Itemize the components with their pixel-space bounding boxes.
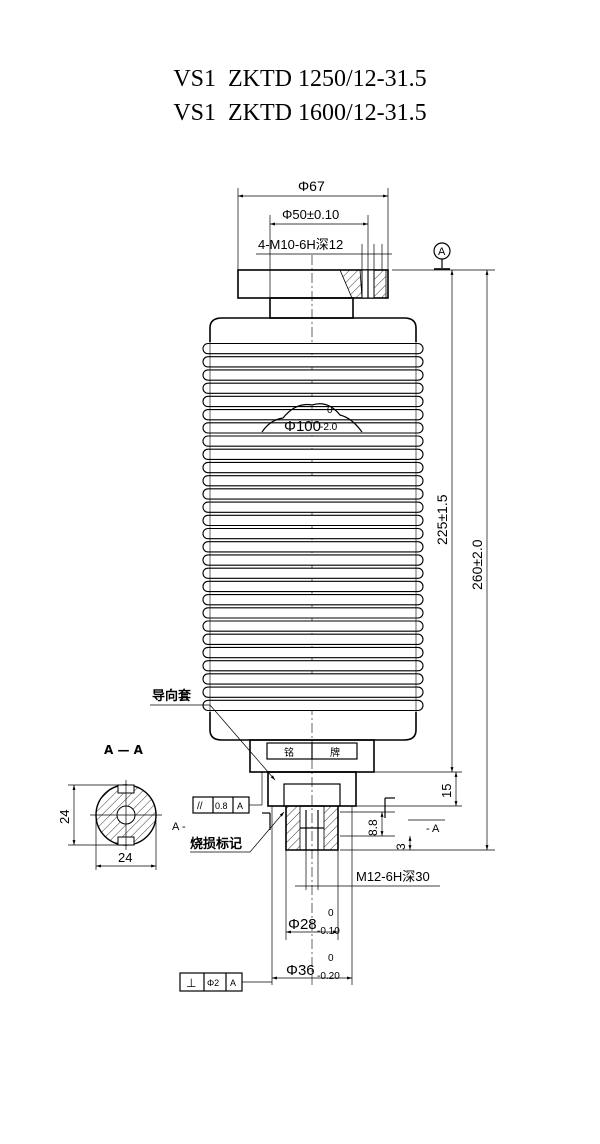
section-a-a-view: A — A 24 24	[57, 743, 162, 870]
bellows-rib	[202, 580, 424, 593]
bellows-rib	[202, 633, 424, 645]
section-marker-dash: -	[426, 823, 430, 835]
section-marker-left-dash: -	[182, 821, 186, 833]
insulator-body: Φ100 0 -2.0	[202, 317, 424, 741]
bellows-rib	[202, 686, 424, 698]
stem-diameter-label: Φ36	[286, 962, 315, 979]
nameplate-left-char: 铭	[284, 746, 294, 759]
bellows-rib	[202, 342, 424, 355]
bellows-rib	[202, 422, 424, 434]
dim-8-8-label: 8.8	[366, 819, 380, 836]
rod-tol-lower: -0.10	[317, 926, 340, 937]
bellows-rib	[202, 594, 424, 606]
dim-3-label: 3	[394, 843, 408, 850]
bellows-rib	[202, 435, 424, 447]
perp-datum: A	[230, 978, 236, 988]
bellows-rib	[202, 448, 424, 460]
parallel-symbol: //	[197, 801, 203, 812]
bellows-rib	[202, 369, 424, 381]
guide-sleeve-label: 导向套	[152, 688, 192, 704]
parallel-value: 0.8	[215, 801, 228, 811]
parallel-datum: A	[237, 801, 243, 811]
top-flange	[237, 269, 389, 319]
burn-mark-label: 烧损标记	[190, 836, 242, 852]
body-tol-lower: -2.0	[320, 422, 338, 433]
bellows-rib	[202, 461, 424, 474]
nameplate-right-char: 牌	[330, 746, 340, 759]
bellows-rib	[202, 699, 424, 712]
title-line-2: VS1 ZKTD 1600/12-31.5	[173, 100, 427, 126]
bellows-rib	[202, 395, 424, 408]
top-bolt-circle-label: Φ50±0.10	[282, 207, 339, 222]
rod-tol-upper: 0	[328, 908, 334, 919]
bellows-rib	[202, 501, 424, 513]
moving-rod	[285, 805, 339, 851]
section-marker-right: A	[432, 823, 440, 835]
bellows-rib	[202, 514, 424, 527]
top-dimensions: Φ67 Φ50±0.10 4-M10-6H深12 A	[237, 178, 451, 298]
rod-diameter-label: Φ28	[288, 916, 317, 933]
stem-tol-lower: -0.20	[317, 971, 340, 982]
body-tol-upper: 0	[327, 405, 333, 416]
bellows-rib	[202, 475, 424, 487]
dim-15-label: 15	[439, 784, 454, 798]
height-inner-label: 225±1.5	[434, 494, 450, 545]
section-marker-left: A	[172, 821, 180, 833]
bellows-rib	[202, 620, 424, 632]
perp-value: Φ2	[207, 978, 219, 988]
section-width-label: 24	[118, 850, 132, 865]
bellows-rib	[202, 409, 424, 421]
section-height-label: 24	[57, 810, 72, 824]
bottom-dimensions: M12-6H深30 Φ28 0 -0.10 Φ36 0 -0.20	[271, 806, 440, 985]
datum-a-label: A	[438, 246, 446, 258]
body-diameter-label: Φ100	[284, 418, 321, 435]
top-flange-diameter-label: Φ67	[298, 178, 325, 194]
bellows-rib	[202, 554, 424, 566]
annotations: 导向套 烧损标记 A -	[150, 688, 285, 853]
bellows-rib	[202, 646, 424, 659]
bellows-rib	[202, 527, 424, 540]
perpendicularity-tolerance-frame: ⊥ Φ2 A	[179, 972, 272, 992]
bellows-rib	[202, 567, 424, 579]
section-title: A — A	[104, 743, 144, 757]
bellows-rib	[202, 382, 424, 394]
top-thread-label: 4-M10-6H深12	[258, 237, 343, 252]
stem-tol-upper: 0	[328, 953, 334, 964]
perp-symbol: ⊥	[186, 976, 196, 990]
bellows-rib	[202, 660, 424, 672]
bellows-rib	[202, 607, 424, 619]
title-line-1: VS1 ZKTD 1250/12-31.5	[173, 66, 427, 92]
height-overall-label: 260±2.0	[469, 539, 485, 590]
bellows-rib	[202, 356, 424, 368]
bellows-rib	[202, 673, 424, 685]
bellows-rib	[202, 488, 424, 500]
bellows-rib	[202, 541, 424, 553]
bottom-thread-label: M12-6H深30	[356, 869, 430, 884]
drawing-title-block: VS1 ZKTD 1250/12-31.5 VS1 ZKTD 1600/12-3…	[0, 62, 600, 130]
height-dimensions: 225±1.5 260±2.0 15 8.8 3 A -	[340, 269, 495, 851]
parallelism-tolerance-frame: // 0.8 A	[192, 772, 263, 814]
